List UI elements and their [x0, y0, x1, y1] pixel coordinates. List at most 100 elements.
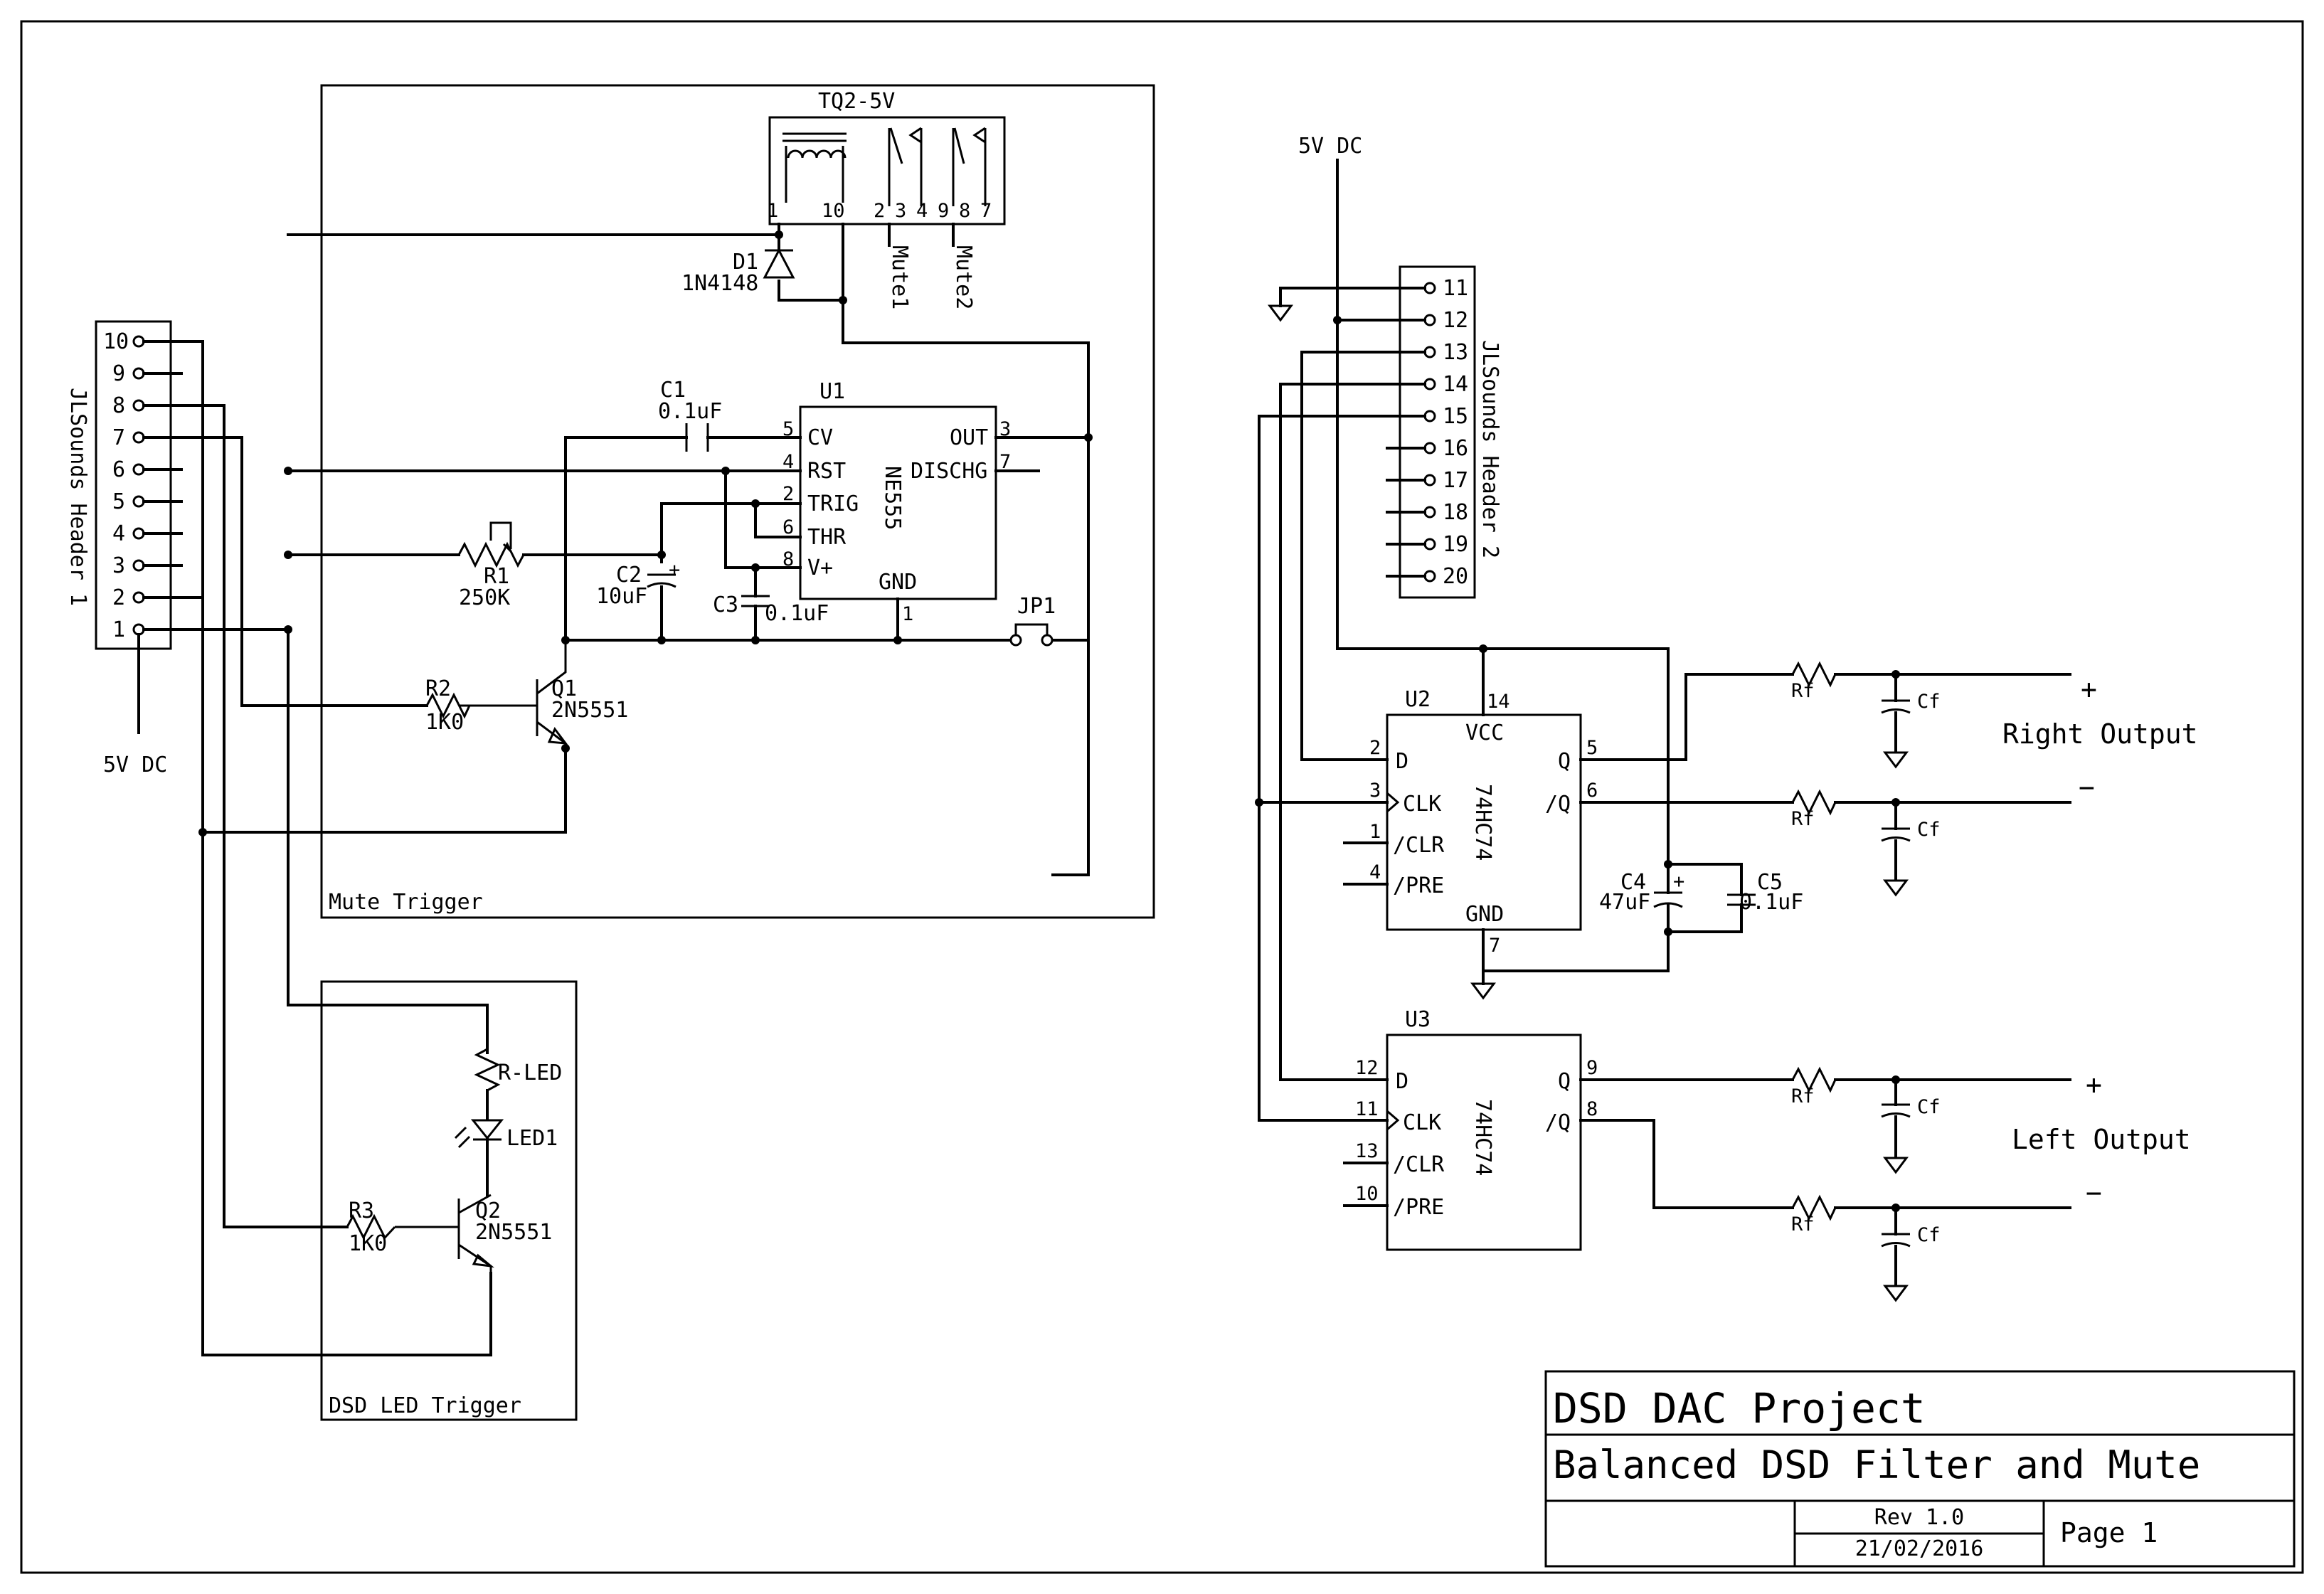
u2-right-pins: 5Q 6/Q: [1545, 737, 1598, 817]
r2-ref: R2: [425, 676, 451, 701]
svg-text:Rf: Rf: [1791, 1085, 1815, 1107]
header-1-pin: 8: [112, 393, 145, 418]
header-1-pin: 7: [112, 425, 145, 450]
svg-text:17: 17: [1443, 468, 1468, 493]
svg-text:3: 3: [1369, 780, 1381, 802]
svg-text:16: 16: [1443, 436, 1468, 461]
relay-contact-mute1: Mute1: [887, 245, 912, 309]
header-1-supply: 5V DC: [103, 753, 167, 777]
left-output-filters: Rf Cf + Rf Cf − Left Output: [1579, 1066, 2191, 1302]
c3-ref: C3: [713, 593, 738, 617]
svg-text:6: 6: [112, 457, 125, 482]
sheet-border: [20, 20, 2304, 1574]
header-2-pin: 20: [1423, 564, 1468, 589]
svg-text:4: 4: [782, 451, 794, 473]
svg-text:4: 4: [916, 200, 928, 222]
u1-gnd-pin: 1: [902, 603, 913, 625]
u2-gnd-label: GND: [1465, 902, 1504, 927]
u2-part: 74HC74: [1470, 784, 1495, 861]
svg-text:8: 8: [782, 548, 794, 570]
svg-text:1: 1: [767, 200, 778, 222]
svg-text:11: 11: [1355, 1098, 1379, 1120]
sheet-title: Balanced DSD Filter and Mute: [1553, 1442, 2200, 1487]
svg-text:9: 9: [1586, 1057, 1598, 1079]
header-2: JLSounds Header 2 11 12 13 14 15 16 17 1…: [1386, 265, 1502, 599]
svg-text:+: +: [669, 559, 680, 581]
dsd-led-trigger-section: DSD LED Trigger: [320, 980, 578, 1421]
header-1-pin: 3: [112, 553, 145, 578]
right-output-label: Right Output: [2002, 718, 2198, 750]
svg-text:10: 10: [822, 200, 845, 222]
svg-text:/Q: /Q: [1545, 792, 1571, 817]
svg-text:Cf: Cf: [1917, 1096, 1941, 1118]
svg-text:8: 8: [112, 393, 125, 418]
r1-ref: R1: [484, 564, 509, 589]
svg-text:2: 2: [112, 585, 125, 610]
svg-text:/CLR: /CLR: [1393, 1152, 1445, 1177]
header-1-pin: 6: [112, 457, 145, 482]
q2-value: 2N5551: [475, 1220, 552, 1245]
dsd-led-trigger-label: DSD LED Trigger: [329, 1393, 521, 1418]
header-1-pin: 2: [112, 585, 145, 610]
header-2-pin: 17: [1423, 468, 1468, 493]
svg-text:5: 5: [782, 418, 794, 440]
svg-text:6: 6: [1586, 780, 1598, 802]
d1-ref: D1: [733, 250, 758, 275]
svg-text:THR: THR: [807, 525, 847, 550]
header-2-pin: 11: [1423, 276, 1468, 301]
u2-ref: U2: [1405, 687, 1431, 712]
svg-text:CLK: CLK: [1403, 1110, 1441, 1135]
header-2-pin: 14: [1423, 372, 1468, 397]
svg-text:1: 1: [112, 617, 125, 642]
svg-text:12: 12: [1443, 308, 1468, 333]
u1-gnd-label: GND: [879, 570, 917, 595]
c5-value: 0.1uF: [1739, 890, 1803, 915]
svg-text:CV: CV: [807, 425, 833, 450]
svg-text:11: 11: [1443, 276, 1468, 301]
svg-text:3: 3: [112, 553, 125, 578]
u1-ref: U1: [819, 379, 845, 404]
svg-text:/PRE: /PRE: [1393, 1195, 1444, 1220]
revision: Rev 1.0: [1874, 1505, 1964, 1530]
c4-ref: C4: [1620, 870, 1646, 895]
svg-text:18: 18: [1443, 500, 1468, 525]
c2-ref: C2: [616, 563, 642, 588]
u2-vcc-label: VCC: [1465, 721, 1504, 745]
c3-value: 0.1uF: [765, 601, 829, 626]
svg-text:3: 3: [895, 200, 906, 222]
svg-text:10: 10: [103, 329, 129, 354]
svg-text:RST: RST: [807, 459, 846, 484]
r3-ref: R3: [349, 1199, 374, 1223]
svg-text:7: 7: [112, 425, 125, 450]
svg-text:9: 9: [938, 200, 949, 222]
svg-text:9: 9: [112, 361, 125, 386]
r2-value: 1K0: [425, 710, 464, 735]
u1-part: NE555: [880, 466, 905, 530]
left-output-label: Left Output: [2012, 1124, 2191, 1155]
relay-contact-mute2: Mute2: [951, 245, 976, 309]
svg-text:+: +: [1673, 871, 1684, 893]
c2-value: 10uF: [596, 584, 647, 609]
header-2-pin: 12: [1423, 308, 1468, 333]
svg-text:Rf: Rf: [1791, 808, 1815, 830]
q2-ref: Q2: [475, 1199, 501, 1223]
header-2-pin: 13: [1423, 340, 1468, 365]
svg-text:7: 7: [999, 451, 1011, 473]
header-2-pin: 15: [1423, 404, 1468, 429]
svg-text:7: 7: [980, 200, 992, 222]
svg-text:20: 20: [1443, 564, 1468, 589]
svg-text:Cf: Cf: [1917, 1224, 1941, 1246]
c1-ref: C1: [660, 378, 686, 403]
svg-text:8: 8: [1586, 1098, 1598, 1120]
header-2-name: JLSounds Header 2: [1477, 340, 1502, 558]
svg-text:DISCHG: DISCHG: [911, 459, 987, 484]
svg-text:D: D: [1396, 749, 1408, 774]
svg-text:15: 15: [1443, 404, 1468, 429]
u3-part: 74HC74: [1470, 1099, 1495, 1176]
header-2-pin: 18: [1423, 500, 1468, 525]
u2-gnd-pin: 7: [1489, 935, 1500, 957]
